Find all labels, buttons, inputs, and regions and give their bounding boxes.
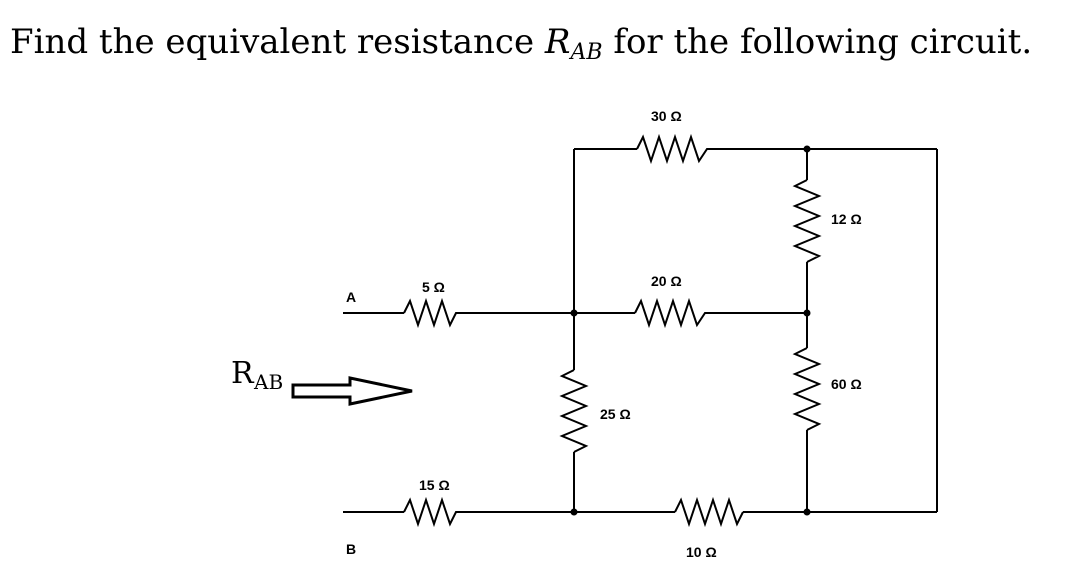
junction-nodes: [570, 145, 811, 516]
resistor-5-label: 5 Ω: [422, 279, 445, 295]
resistor-20-label: 20 Ω: [651, 273, 682, 289]
terminal-b-label: B: [346, 541, 356, 557]
resistor-10: [674, 496, 744, 528]
node-right-mid: [803, 309, 811, 317]
rab-label-main: R: [231, 356, 255, 391]
resistor-20: [634, 297, 711, 329]
resistor-10-label: 10 Ω: [686, 544, 717, 560]
node-right-bottom: [803, 508, 811, 516]
question-suffix: for the following circuit.: [602, 22, 1033, 62]
node-mid-top: [570, 309, 578, 317]
terminal-a-label: A: [346, 289, 356, 305]
resistor-30-label: 30 Ω: [651, 108, 682, 124]
question-text: Find the equivalent resistance RAB for t…: [10, 22, 1032, 65]
question-variable-sub: AB: [570, 40, 603, 65]
resistor-60-label: 60 Ω: [831, 376, 862, 392]
rab-arrow: [291, 376, 413, 406]
resistor-25: [559, 369, 589, 453]
resistor-30: [636, 133, 713, 165]
node-right-top: [803, 145, 811, 153]
circuit-wires: [343, 148, 938, 513]
rab-label-sub: AB: [253, 370, 283, 394]
question-prefix: Find the equivalent resistance: [10, 22, 545, 62]
resistor-12: [792, 179, 822, 263]
resistor-25-label: 25 Ω: [600, 406, 631, 422]
resistor-5: [403, 297, 460, 329]
resistor-60: [792, 347, 822, 431]
question-variable: RAB: [544, 22, 603, 65]
question-variable-main: R: [544, 22, 571, 62]
resistor-15: [403, 496, 460, 528]
resistor-15-label: 15 Ω: [419, 477, 450, 493]
node-mid-bottom: [570, 508, 578, 516]
resistor-12-label: 12 Ω: [831, 211, 862, 227]
